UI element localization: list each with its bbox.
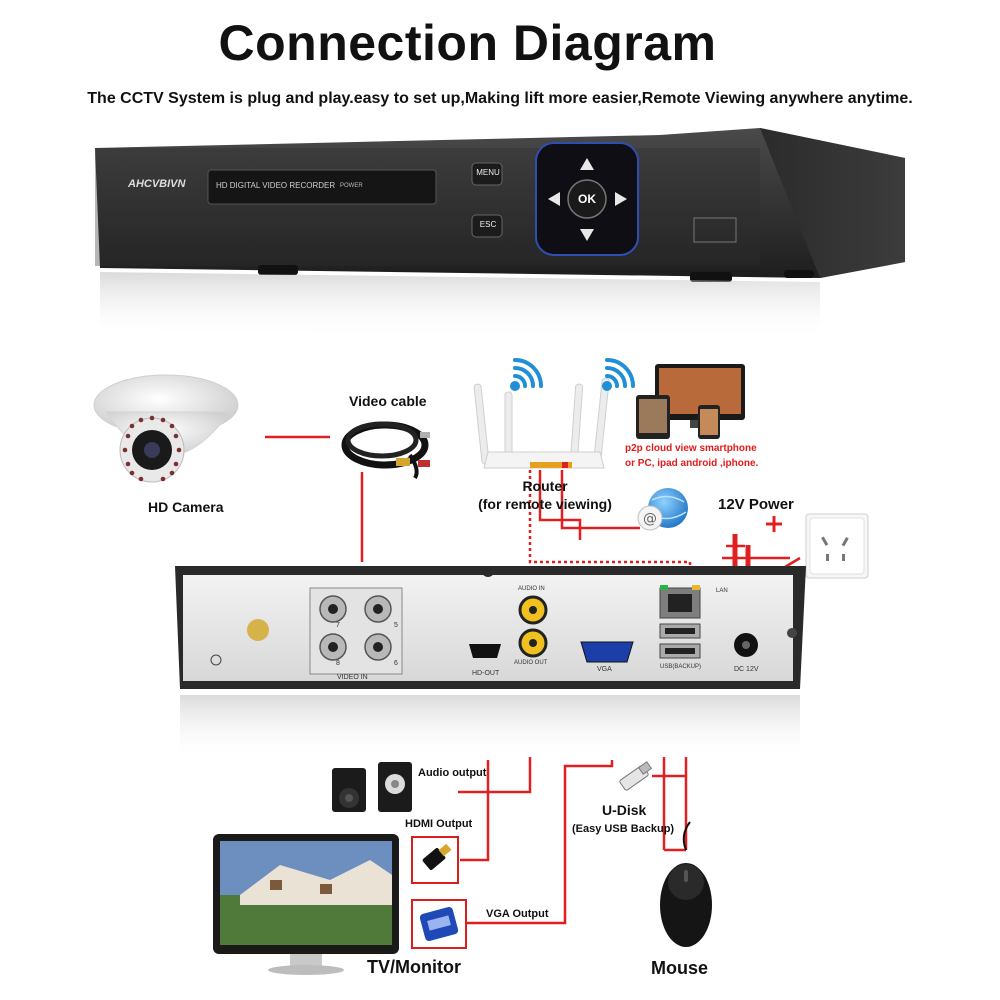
esc-button[interactable]: ESC: [479, 220, 497, 229]
vga-plug-icon: [419, 906, 459, 942]
router-wire-b: [560, 470, 640, 530]
menu-button[interactable]: MENU: [476, 168, 500, 177]
router-sublabel: (for remote viewing): [478, 496, 612, 512]
vga-port-label: VGA: [597, 666, 612, 673]
dvr-rear-panel: [175, 566, 806, 689]
lan-label: LAN: [716, 588, 728, 594]
ok-button[interactable]: OK: [578, 192, 596, 206]
port-label-7: 7: [336, 622, 340, 629]
router-label: Router: [522, 478, 568, 494]
camera-icon: [93, 374, 239, 483]
monitor-icon: [213, 834, 399, 975]
udisk-sublabel: (Easy USB Backup): [572, 823, 675, 835]
power-outlet-icon: [805, 513, 869, 579]
port-label-5: 5: [394, 622, 398, 629]
dc-label: DC 12V: [734, 666, 759, 673]
power-led-label: POWER: [340, 183, 363, 189]
video-cable-label: Video cable: [349, 393, 427, 409]
p2p-line-2: or PC, ipad android ,iphone.: [625, 458, 759, 469]
page-subtitle: The CCTV System is plug and play.easy to…: [87, 90, 913, 107]
cable-coil-icon: [341, 421, 430, 480]
speaker-icon: [332, 762, 412, 812]
usb-stick-icon: [619, 761, 653, 791]
brand-logo: AHCVBIVN: [128, 178, 186, 190]
vga-output-label: VGA Output: [486, 908, 549, 920]
port-label-8: 8: [336, 660, 340, 667]
wifi-icon: [510, 358, 543, 391]
port-label-6: 6: [394, 660, 398, 667]
vga-wire: [465, 760, 614, 925]
power-label: 12V Power: [718, 496, 794, 513]
hdmi-plug-icon: [422, 843, 452, 870]
router-icon: [473, 377, 610, 469]
usb-label: USB(BACKUP): [660, 664, 702, 670]
wifi-icon: [602, 358, 635, 391]
router-lan-wire: [528, 470, 692, 568]
model-label: HD DIGITAL VIDEO RECORDER: [216, 181, 336, 190]
udisk-label: U-Disk: [602, 802, 647, 818]
audio-out-label: AUDIO OUT: [514, 660, 548, 666]
hdmi-wire: [460, 760, 490, 862]
monitor-label: TV/Monitor: [367, 957, 461, 977]
p2p-line-1: p2p cloud view smartphone: [625, 443, 757, 454]
hd-out-label: HD-OUT: [472, 670, 500, 677]
dvr-front-unit: [95, 128, 905, 340]
remote-devices-icon: [636, 364, 745, 439]
audio-wire: [458, 790, 532, 794]
svg-text:@: @: [643, 511, 657, 527]
mouse-label: Mouse: [651, 958, 709, 978]
audio-output-label: Audio output: [418, 767, 487, 779]
hdmi-output-label: HDMI Output: [405, 818, 473, 830]
video-in-label: VIDEO IN: [337, 674, 368, 681]
page-title: Connection Diagram: [218, 15, 717, 71]
globe-icon: @: [637, 488, 688, 531]
rear-reflection: [180, 695, 800, 760]
audio-in-label: AUDIO IN: [518, 586, 545, 592]
router-wire-a: [538, 470, 582, 540]
mouse-icon: [660, 821, 712, 947]
camera-label: HD Camera: [148, 499, 224, 515]
